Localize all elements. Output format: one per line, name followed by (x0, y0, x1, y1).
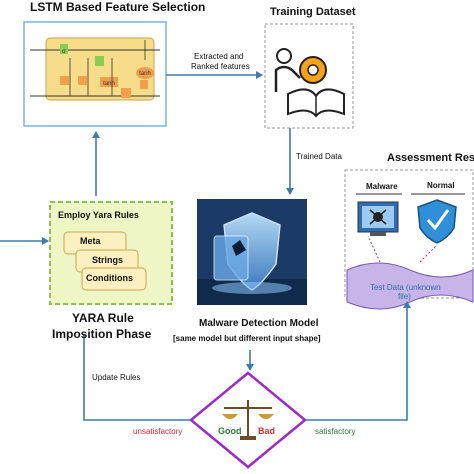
lstm-panel: tanh tanh σ (23, 21, 167, 127)
decision-diamond (189, 371, 307, 469)
lstm-gate (121, 88, 131, 98)
update-rules-label: Update Rules (92, 373, 141, 382)
normal-label: Normal (427, 181, 455, 190)
malware-detection-illustration (197, 199, 307, 305)
malware-label: Malware (366, 182, 398, 191)
satisfactory-label: satisfactory (315, 427, 356, 436)
arrow-satisfactory (305, 301, 411, 421)
yara-phase-title: YARA Rule (72, 311, 134, 325)
extracted-label-2: Ranked features (191, 62, 250, 71)
svg-text:tanh: tanh (103, 81, 115, 87)
unsatisfactory-label: unsatisfactory (133, 427, 183, 436)
lstm-gate (60, 44, 68, 54)
assessment-panel (344, 169, 474, 310)
trained-data-label: Trained Data (296, 152, 342, 161)
svg-text:σ: σ (62, 49, 66, 55)
test-data-banner (346, 262, 474, 310)
lstm-gate (60, 76, 69, 85)
svg-text:tanh: tanh (139, 71, 151, 77)
yara-phase-title-2: Imposition Phase (52, 327, 152, 341)
malware-computer-icon (357, 201, 399, 236)
yara-rules-box (49, 201, 173, 305)
yara-meta-label: Meta (80, 236, 101, 246)
yara-box-title: Employ Yara Rules (58, 210, 139, 220)
lstm-gate (78, 76, 87, 85)
training-dataset-title: Training Dataset (270, 6, 356, 18)
lstm-tanh-out (136, 67, 154, 79)
arrow-unsatisfactory (83, 335, 191, 421)
yara-strings-label: Strings (92, 255, 124, 265)
model-subtitle: [same model but different input shape] (173, 334, 321, 343)
extracted-label: Extracted and (194, 52, 244, 61)
lstm-gate (140, 80, 148, 89)
good-label: Good (218, 426, 242, 436)
test-data-label-2: file) (398, 292, 411, 301)
training-dataset-icon (264, 23, 354, 129)
bad-label: Bad (258, 426, 276, 436)
normal-shield-icon (417, 199, 457, 244)
yara-conditions-label: Conditions (86, 273, 133, 283)
test-data-label: Test Data (unknown (370, 283, 441, 292)
assessment-title: Assessment Res (387, 152, 474, 164)
model-title: Malware Detection Model (199, 318, 319, 329)
lstm-tanh-inner (100, 77, 118, 87)
lstm-title: LSTM Based Feature Selection (30, 0, 206, 14)
lstm-gate (95, 56, 104, 66)
connectors (0, 71, 411, 421)
